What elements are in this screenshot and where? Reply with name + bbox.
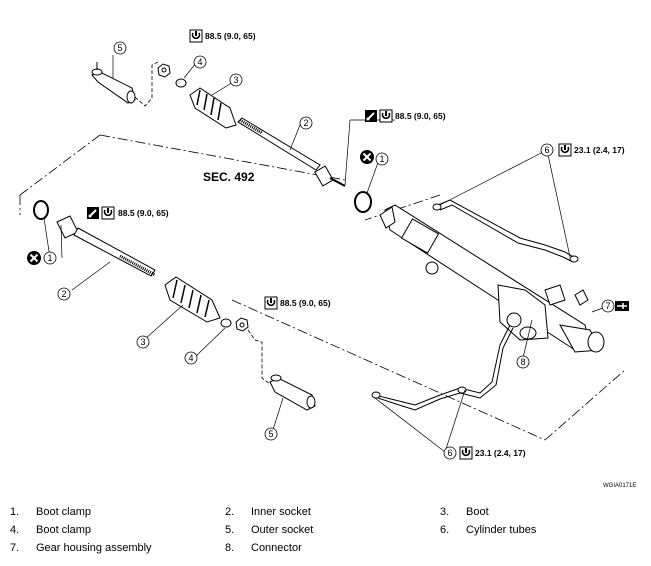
gear-housing-assembly [379, 204, 605, 353]
legend-number: 2. [225, 506, 235, 518]
legend-item: 6. Cylinder tubes [440, 523, 536, 537]
callout-6-lower: 6 [443, 446, 457, 460]
legend-label: Boot clamp [36, 506, 92, 518]
legend-item: 5. Outer socket [225, 523, 313, 537]
callout-6-lower-label: 6 [447, 448, 452, 458]
callout-5-lower: 5 [264, 427, 278, 441]
outer-socket-upper [91, 62, 136, 104]
boot-upper [189, 87, 237, 129]
legend-number: 5. [225, 524, 235, 536]
callout-6-upper: 6 [540, 143, 554, 157]
legend-label: Connector [251, 542, 302, 554]
callout-3-upper: 3 [229, 73, 243, 87]
legend-number: 3. [440, 506, 450, 518]
nut-lower [235, 317, 249, 332]
torque-value-4: 88.5 (9.0, 65) [280, 298, 331, 308]
replace-marker-icon-upper [359, 149, 375, 165]
callout-3-lower: 3 [136, 335, 150, 349]
boot-clamp-lower [220, 318, 232, 328]
callouts: 5 4 3 2 1 1 2 3 4 5 6 6 7 8 [43, 41, 615, 460]
gear-housing-icon [615, 301, 629, 311]
torque-value-3: 88.5 (9.0, 65) [118, 208, 169, 218]
callout-2-upper-label: 2 [303, 118, 308, 128]
outer-socket-lower [269, 374, 316, 411]
section-label: SEC. 492 [203, 170, 255, 184]
callout-3-lower-label: 3 [140, 337, 145, 347]
callout-2-upper: 2 [299, 116, 313, 130]
steering-gear-exploded-diagram: SEC. 492 [19, 29, 636, 489]
torque-icon [558, 143, 572, 157]
callout-8-label: 8 [520, 357, 525, 367]
legend-item: 2. Inner socket [225, 505, 311, 519]
callout-8: 8 [516, 355, 530, 369]
legend-item: 4. Boot clamp [10, 523, 91, 537]
callout-5-upper: 5 [113, 41, 127, 55]
legend-item: 8. Connector [225, 541, 302, 555]
replace-marker-icon-lower [26, 250, 42, 266]
torque-value-6: 23.1 (2.4, 17) [475, 448, 526, 458]
grease-icon [86, 206, 100, 220]
inner-socket-lower [56, 215, 156, 277]
callout-1-upper-label: 1 [379, 154, 384, 164]
torque-label-3: 88.5 (9.0, 65) [86, 206, 169, 220]
callout-5-lower-label: 5 [268, 429, 273, 439]
torque-icon [459, 446, 473, 460]
callout-1-lower: 1 [43, 251, 57, 265]
legend-label: Inner socket [251, 506, 311, 518]
torque-icon [379, 109, 393, 123]
legend-number: 7. [10, 542, 20, 554]
torque-label-2: 88.5 (9.0, 65) [364, 109, 446, 123]
parts-legend: 1. Boot clamp 2. Inner socket 3. Boot 4. Boo… [0, 505, 651, 565]
callout-2-lower: 2 [57, 287, 71, 301]
boot-lower [164, 276, 221, 323]
torque-value-5: 23.1 (2.4, 17) [574, 145, 625, 155]
section-boundary [19, 134, 626, 441]
socket-leader-lower [247, 329, 271, 385]
callout-4-upper-label: 4 [197, 57, 202, 67]
torque-label-6: 23.1 (2.4, 17) [459, 446, 526, 460]
legend-number: 6. [440, 524, 450, 536]
boot-clamp-upper [175, 78, 187, 88]
legend-number: 8. [225, 542, 235, 554]
figure-code: WGIA0171E [603, 483, 636, 489]
legend-label: Gear housing assembly [36, 542, 152, 554]
boot-clamp-ring-lower [33, 200, 49, 220]
grease-icon [364, 109, 378, 123]
legend-label: Outer socket [251, 524, 314, 536]
inner-socket-upper [237, 117, 346, 187]
leader-lines [43, 55, 609, 453]
legend-label: Boot [466, 506, 489, 518]
torque-icon [264, 296, 278, 310]
callout-3-upper-label: 3 [233, 75, 238, 85]
torque-icon [189, 29, 203, 43]
callout-7-label: 7 [605, 301, 610, 311]
legend-item: 7. Gear housing assembly [10, 541, 152, 555]
callout-5-upper-label: 5 [117, 43, 122, 53]
legend-item: 3. Boot [440, 505, 489, 519]
callout-4-lower: 4 [184, 351, 198, 365]
legend-label: Boot clamp [36, 524, 92, 536]
socket-leader-upper [134, 61, 159, 107]
callout-2-lower-label: 2 [61, 289, 66, 299]
callout-6-upper-label: 6 [544, 145, 549, 155]
legend-number: 4. [10, 524, 20, 536]
legend-number: 1. [10, 506, 20, 518]
callout-1-upper: 1 [375, 152, 389, 166]
torque-value-1: 88.5 (9.0, 65) [205, 31, 256, 41]
callout-4-lower-label: 4 [188, 353, 193, 363]
torque-label-4: 88.5 (9.0, 65) [264, 296, 331, 310]
torque-label-1: 88.5 (9.0, 65) [189, 29, 256, 43]
callout-4-upper: 4 [193, 55, 207, 69]
callout-7: 7 [601, 299, 615, 313]
legend-label: Cylinder tubes [466, 524, 537, 536]
torque-label-5: 23.1 (2.4, 17) [558, 143, 625, 157]
legend-item: 1. Boot clamp [10, 505, 91, 519]
torque-value-2: 88.5 (9.0, 65) [395, 111, 446, 121]
callout-1-lower-label: 1 [47, 253, 52, 263]
torque-icon [101, 206, 115, 220]
boot-clamp-ring-upper [354, 191, 372, 213]
nut-upper [157, 63, 171, 78]
